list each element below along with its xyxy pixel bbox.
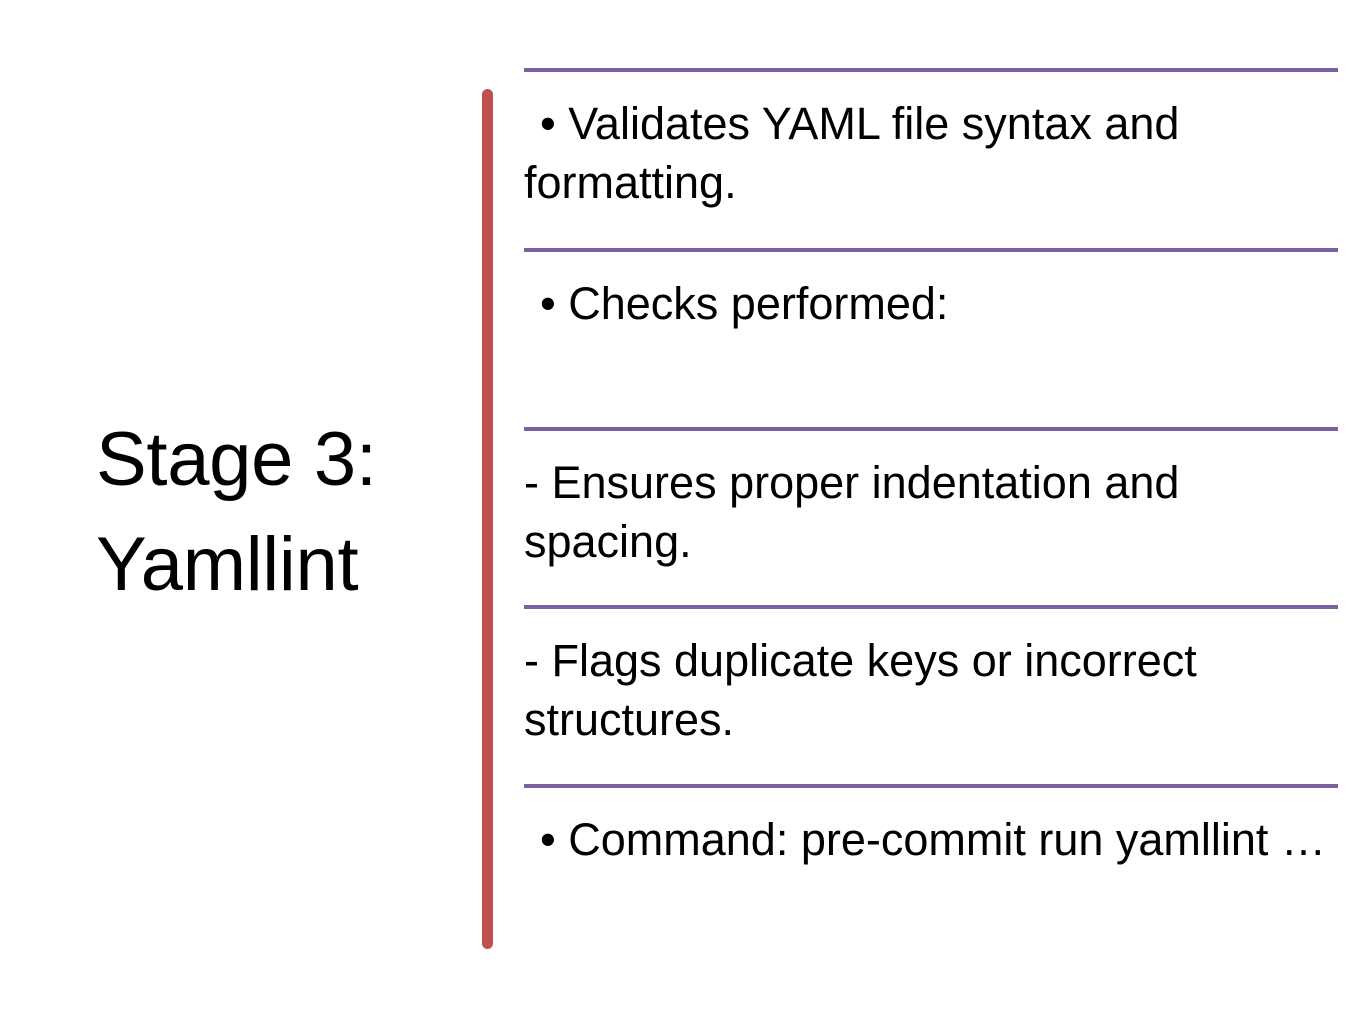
slide-title: Stage 3: Yamllint [96,408,456,608]
list-item: - Ensures proper indentation and spacing… [524,431,1338,605]
list-item-text: • Checks performed: [540,278,949,329]
slide-title-line-2: Yamllint [96,521,359,607]
list-item: • Checks performed: [524,252,1338,427]
list-item: • Validates YAML file syntax and formatt… [524,72,1338,248]
divider-rule-1 [524,68,1338,72]
divider-rule-2 [524,248,1338,252]
content-list: • Validates YAML file syntax and formatt… [524,68,1338,968]
list-item-text: • Validates YAML file syntax and formatt… [524,98,1180,209]
divider-rule-3 [524,427,1338,431]
list-item-text: • Command: pre-commit run yamllint … [540,814,1326,865]
list-item-text: - Ensures proper indentation and spacing… [524,457,1180,568]
slide-title-line-1: Stage 3: [96,417,377,502]
list-item: • Command: pre-commit run yamllint … [524,788,1338,968]
vertical-accent-bar [482,89,493,949]
list-item-text: - Flags duplicate keys or incorrect stru… [524,635,1197,746]
list-item: - Flags duplicate keys or incorrect stru… [524,609,1338,784]
divider-rule-5 [524,784,1338,788]
divider-rule-4 [524,605,1338,609]
